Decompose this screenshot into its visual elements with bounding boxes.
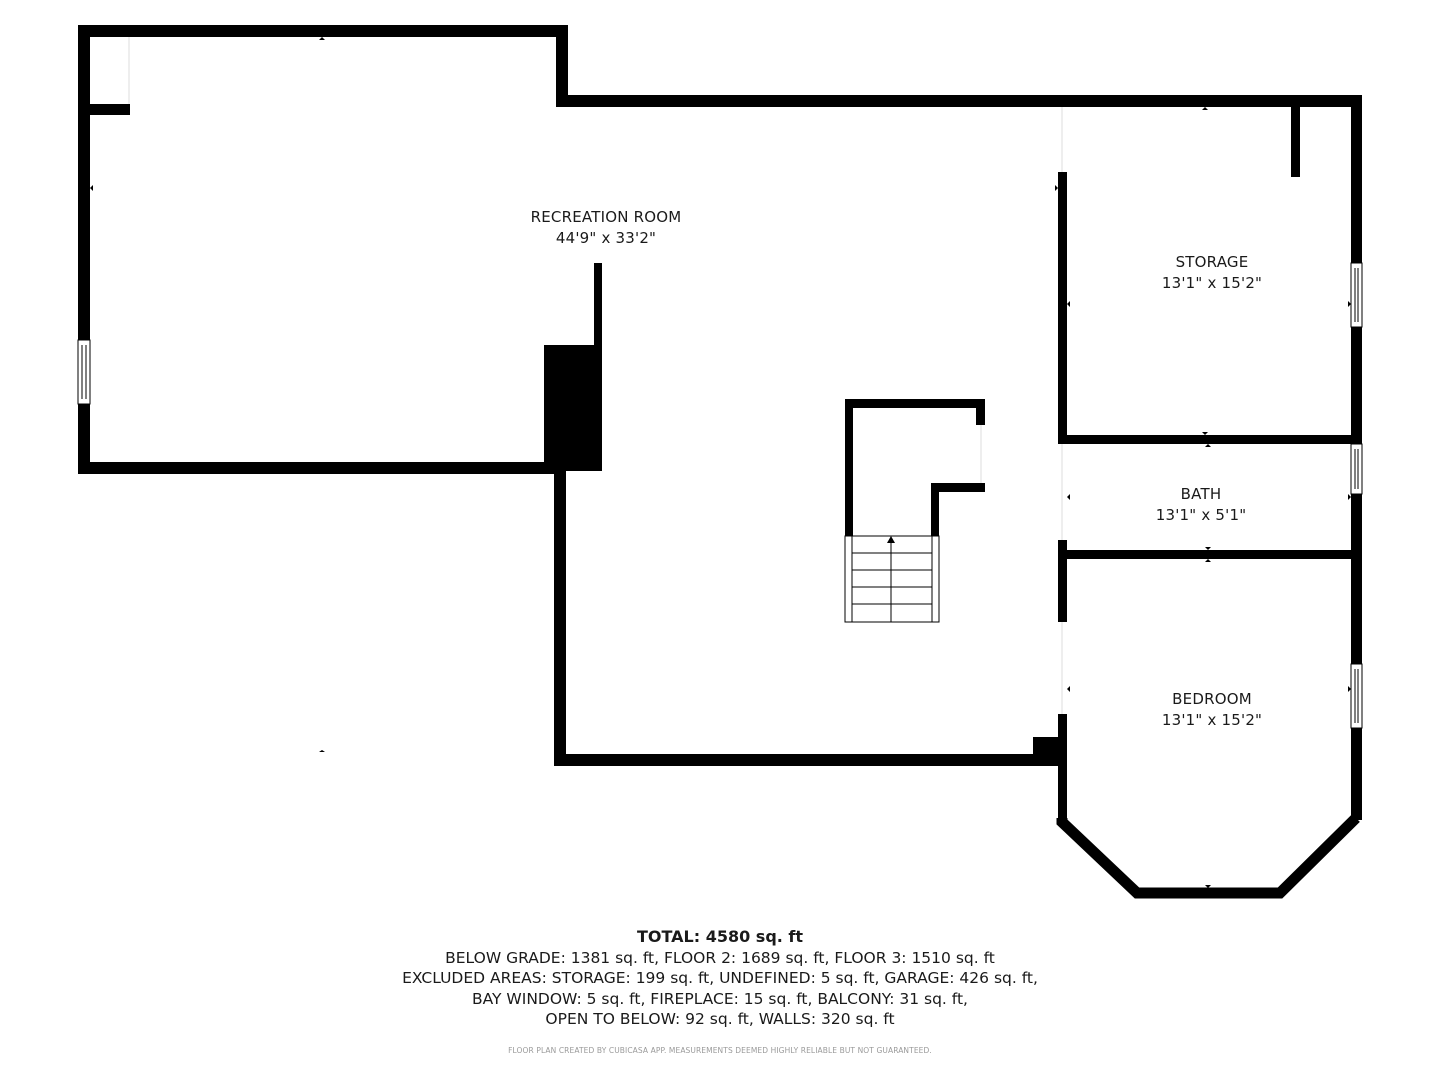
room-name: RECREATION ROOM [530,208,682,226]
disclaimer: FLOOR PLAN CREATED BY CUBICASA APP. MEAS… [508,1046,932,1055]
room-dimensions: 44'9" x 33'2" [555,229,657,247]
walls [78,25,1362,824]
floor-areas: BELOW GRADE: 1381 sq. ft, FLOOR 2: 1689 … [445,948,995,967]
window-recreation-west [77,339,91,405]
room-name: BEDROOM [1172,690,1252,708]
measurement-ticks [90,37,1351,888]
window-bedroom-east [1350,663,1363,729]
room-dimensions: 13'1" x 15'2" [1161,711,1263,729]
room-name: STORAGE [1175,253,1249,271]
excluded-areas-line-3: OPEN TO BELOW: 92 sq. ft, WALLS: 320 sq.… [545,1010,895,1028]
room-dimensions: 13'1" x 5'1" [1155,506,1247,524]
openings [128,37,1063,714]
excluded-areas-line-2: BAY WINDOW: 5 sq. ft, FIREPLACE: 15 sq. … [472,989,968,1008]
room-label-bath: BATH 13'1" x 5'1" [1156,484,1247,526]
window-bath-east [1350,443,1363,495]
room-name: BATH [1180,485,1222,503]
room-label-recreation: RECREATION ROOM 44'9" x 33'2" [531,207,682,249]
bedroom-bay-wall [1056,814,1360,899]
windows [77,262,1363,729]
room-label-storage: STORAGE 13'1" x 15'2" [1162,252,1262,294]
room-label-bedroom: BEDROOM 13'1" x 15'2" [1162,689,1262,731]
stairs-up-arrow-icon [887,536,895,543]
total-area: TOTAL: 4580 sq. ft [636,927,804,946]
excluded-areas-line-1: EXCLUDED AREAS: STORAGE: 199 sq. ft, UND… [402,969,1038,987]
stairs [844,535,940,623]
room-dimensions: 13'1" x 15'2" [1161,274,1263,292]
area-summary: TOTAL: 4580 sq. ft BELOW GRADE: 1381 sq.… [0,927,1440,1030]
window-storage-east [1350,262,1363,328]
